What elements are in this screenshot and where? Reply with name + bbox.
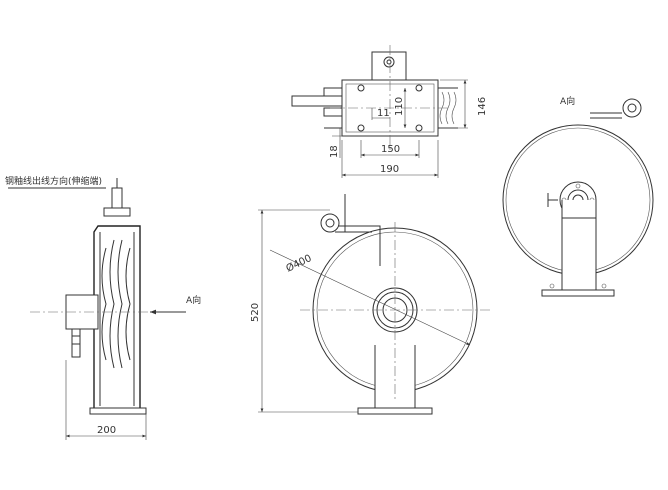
top-mount-hole bbox=[383, 56, 395, 68]
front-guide-roller bbox=[320, 213, 340, 233]
side-view: 钢釉线出线方向(伸缩端) A向 200 bbox=[5, 175, 201, 440]
front-view: Ø400 520 bbox=[250, 194, 490, 415]
cable-outlet-note: 钢釉线出线方向(伸缩端) bbox=[5, 175, 102, 187]
dim-200: 200 bbox=[97, 425, 116, 436]
dim-190: 190 bbox=[380, 164, 399, 175]
top-mount-bracket bbox=[371, 51, 407, 81]
label-a-top: A向 bbox=[560, 95, 575, 107]
top-view: 150 190 110 11 18 146 bbox=[291, 45, 488, 178]
front-base-plate bbox=[357, 407, 433, 415]
dim-d400: Ø400 bbox=[284, 252, 313, 275]
top-mount-hole-inner bbox=[386, 59, 392, 65]
right-base-plate bbox=[541, 289, 615, 297]
side-frame bbox=[93, 225, 141, 413]
dim-18: 18 bbox=[329, 145, 340, 158]
dim-150: 150 bbox=[381, 144, 400, 155]
dim-110: 110 bbox=[394, 97, 405, 116]
dim-520: 520 bbox=[250, 303, 261, 322]
guide-roller bbox=[622, 98, 642, 118]
label-a-side: A向 bbox=[186, 294, 201, 306]
view-a-right: A向 bbox=[502, 95, 654, 297]
cable-outlet bbox=[291, 95, 343, 107]
dim-11: 11 bbox=[377, 108, 390, 119]
dim-146: 146 bbox=[477, 97, 488, 116]
